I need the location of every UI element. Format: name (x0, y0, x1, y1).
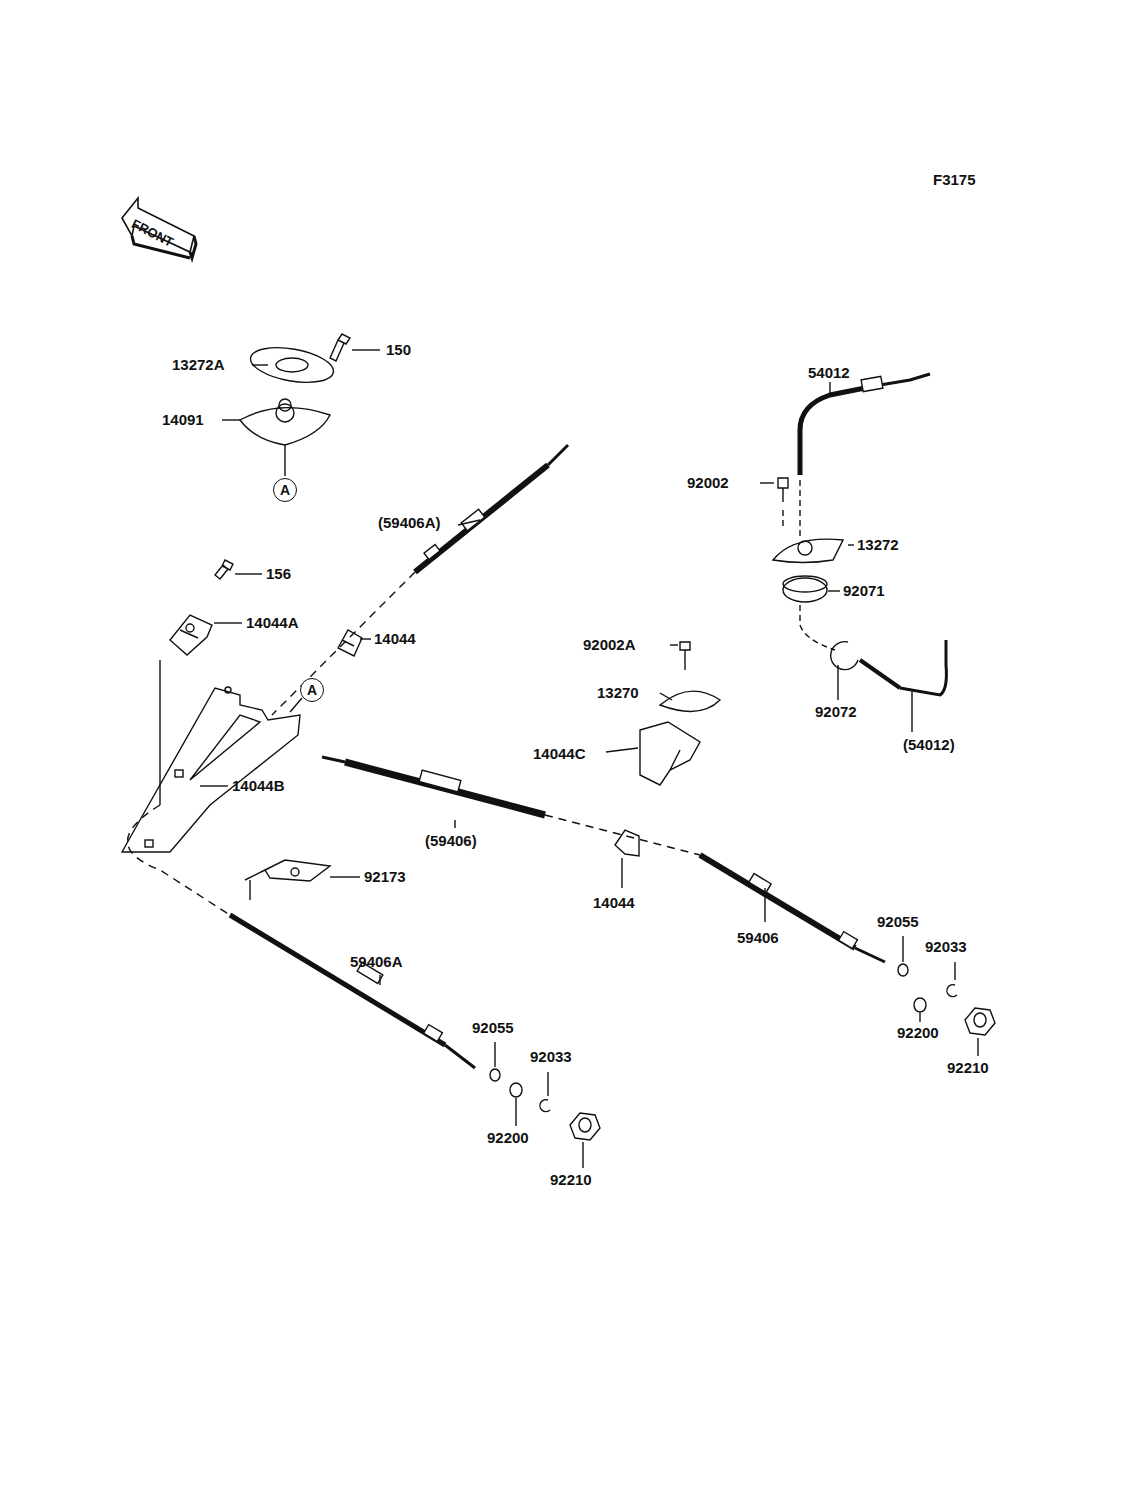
callout-number: 92210 (947, 1059, 989, 1077)
front-arrow: FRONT (118, 192, 198, 264)
callout-number: 14091 (162, 411, 204, 429)
callout-number: 92002A (583, 636, 636, 654)
callout-number: 156 (266, 565, 291, 583)
callout-number: 14044B (232, 777, 285, 795)
callout-number: 13272A (172, 356, 225, 374)
callout-number: 92200 (897, 1024, 939, 1042)
callout-number: 59406 (737, 929, 779, 947)
callout-number: 92071 (843, 582, 885, 600)
callout-number: 14044 (593, 894, 635, 912)
callout-number: 150 (386, 341, 411, 359)
callout-number: 92055 (877, 913, 919, 931)
callout-number: (59406) (425, 832, 477, 850)
callout-number: 92200 (487, 1129, 529, 1147)
callout-number: 54012 (808, 364, 850, 382)
callout-number: 13272 (857, 536, 899, 554)
callout-number: 92055 (472, 1019, 514, 1037)
reference-letter: A (307, 682, 317, 698)
reference-letter: A (280, 482, 290, 498)
callout-number: 92072 (815, 703, 857, 721)
callout-number: 92173 (364, 868, 406, 886)
callout-number: 14044A (246, 614, 299, 632)
callout-number: 92033 (925, 938, 967, 956)
reference-circle: A (273, 478, 297, 502)
figure-code: F3175 (933, 171, 976, 189)
callout-number: 14044 (374, 630, 416, 648)
callout-number: 59406A (350, 953, 403, 971)
callout-number: 92002 (687, 474, 729, 492)
callout-number: (59406A) (378, 514, 441, 532)
callout-number: (54012) (903, 736, 955, 754)
callout-number: 92033 (530, 1048, 572, 1066)
callout-number: 13270 (597, 684, 639, 702)
callout-number: 14044C (533, 745, 586, 763)
callout-number: 92210 (550, 1171, 592, 1189)
reference-circle: A (300, 678, 324, 702)
